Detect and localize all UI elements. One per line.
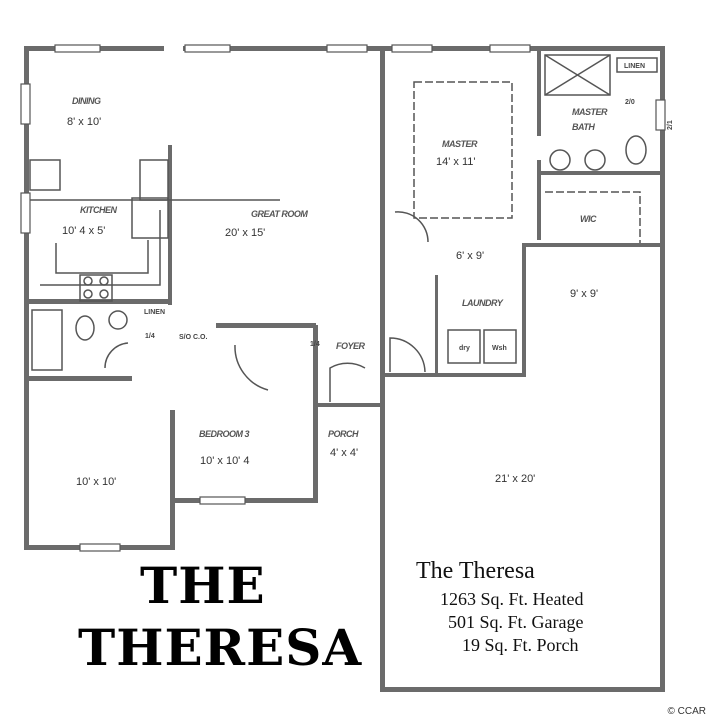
hall-linen-label: LINEN xyxy=(144,309,165,316)
hall-size: 6' x 9' xyxy=(456,250,484,262)
great-room-label: GREAT ROOM xyxy=(251,209,308,219)
dining-label: DINING xyxy=(72,96,101,106)
dryer-label: dry xyxy=(459,345,470,352)
master-label: MASTER xyxy=(442,139,478,149)
kitchen-size: 10' 4 x 5' xyxy=(62,225,105,237)
info-porch: 19 Sq. Ft. Porch xyxy=(462,635,579,655)
master-linen-label: LINEN xyxy=(624,63,645,70)
dining-size: 8' x 10' xyxy=(67,116,101,128)
garage-size: 21' x 20' xyxy=(495,473,535,485)
washer-label: Wsh xyxy=(492,345,507,352)
windows xyxy=(20,44,666,552)
room-labels: DINING 8' x 10' KITCHEN 10' 4 x 5' GREAT… xyxy=(62,63,674,488)
great-room-size: 20' x 15' xyxy=(225,227,265,239)
info-heated: 1263 Sq. Ft. Heated xyxy=(440,589,584,609)
master-size: 14' x 11' xyxy=(436,156,475,168)
fixtures xyxy=(29,54,658,402)
bedroom2-size: 10' x 10' xyxy=(76,476,116,488)
so-co-label: S/O C.O. xyxy=(179,334,207,341)
bedroom3-size: 10' x 10' 4 xyxy=(200,455,249,467)
door-2-1: 2/1 xyxy=(667,120,674,130)
wic-label: WIC xyxy=(580,214,597,224)
info-garage: 501 Sq. Ft. Garage xyxy=(448,612,584,632)
door-1-4-a: 1/4 xyxy=(145,333,155,340)
title-line-1: THE xyxy=(140,556,266,615)
kitchen-label: KITCHEN xyxy=(80,205,117,215)
foyer-label: FOYER xyxy=(336,341,366,351)
laundry-label: LAUNDRY xyxy=(462,298,504,308)
storage-size: 9' x 9' xyxy=(570,288,598,300)
porch-size: 4' x 4' xyxy=(330,447,358,459)
credit: © CCAR xyxy=(667,706,706,717)
door-2-0: 2/0 xyxy=(625,99,635,106)
bedroom3-label: BEDROOM 3 xyxy=(199,429,250,439)
info-name: The Theresa xyxy=(416,558,535,584)
master-bath-label-2: BATH xyxy=(572,122,595,132)
door-1-4-b: 1/4 xyxy=(310,341,320,348)
porch-label: PORCH xyxy=(328,429,359,439)
master-bath-label-1: MASTER xyxy=(572,107,608,117)
title-line-2: THERESA xyxy=(78,618,363,677)
